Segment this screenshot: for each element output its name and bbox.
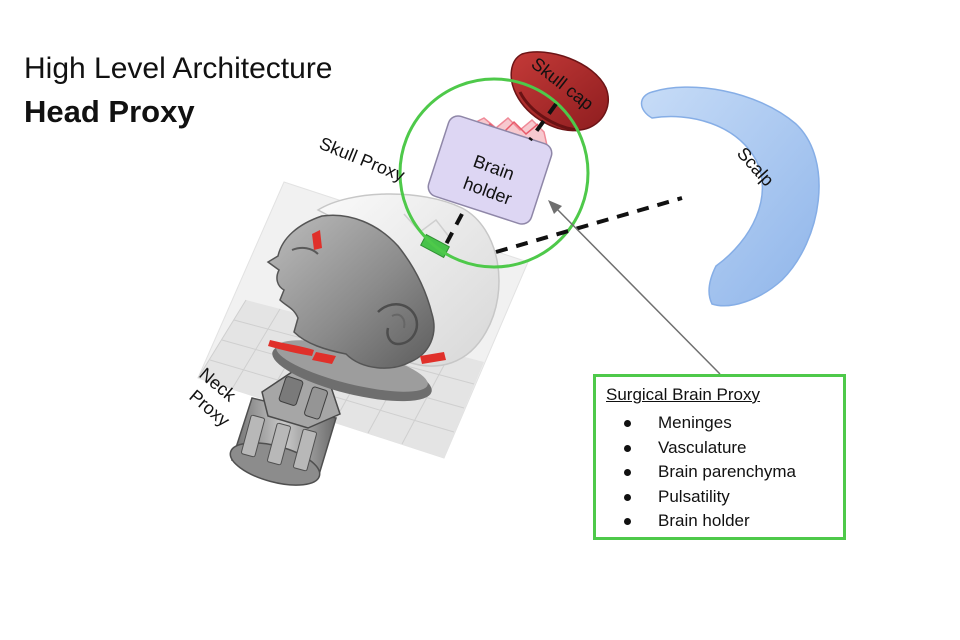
list-item: Meninges — [606, 411, 833, 436]
diagram-subtitle: Head Proxy — [24, 94, 195, 129]
assembly-connectors — [442, 102, 683, 254]
skull-cap-model — [510, 51, 609, 132]
brain-holder-model — [427, 115, 553, 225]
list-item: Vasculature — [606, 436, 833, 461]
callout-pointer — [553, 205, 721, 375]
list-item: Brain holder — [606, 509, 833, 534]
list-item: Brain parenchyma — [606, 460, 833, 485]
scalp-model — [640, 86, 820, 307]
red-attachment-markers — [268, 230, 446, 364]
neck-proxy-model — [229, 371, 341, 486]
head-model — [266, 214, 435, 369]
skull-proxy-label: Skull Proxy — [317, 133, 408, 185]
surgical-brain-proxy-box: Surgical Brain Proxy Meninges Vasculatur… — [593, 374, 846, 540]
info-box-heading: Surgical Brain Proxy — [606, 385, 761, 404]
list-item: Pulsatility — [606, 485, 833, 510]
info-box-list: Meninges Vasculature Brain parenchyma Pu… — [606, 411, 833, 534]
brain-proxy-highlight-circle — [398, 77, 590, 269]
diagram-title: High Level Architecture — [24, 52, 333, 85]
